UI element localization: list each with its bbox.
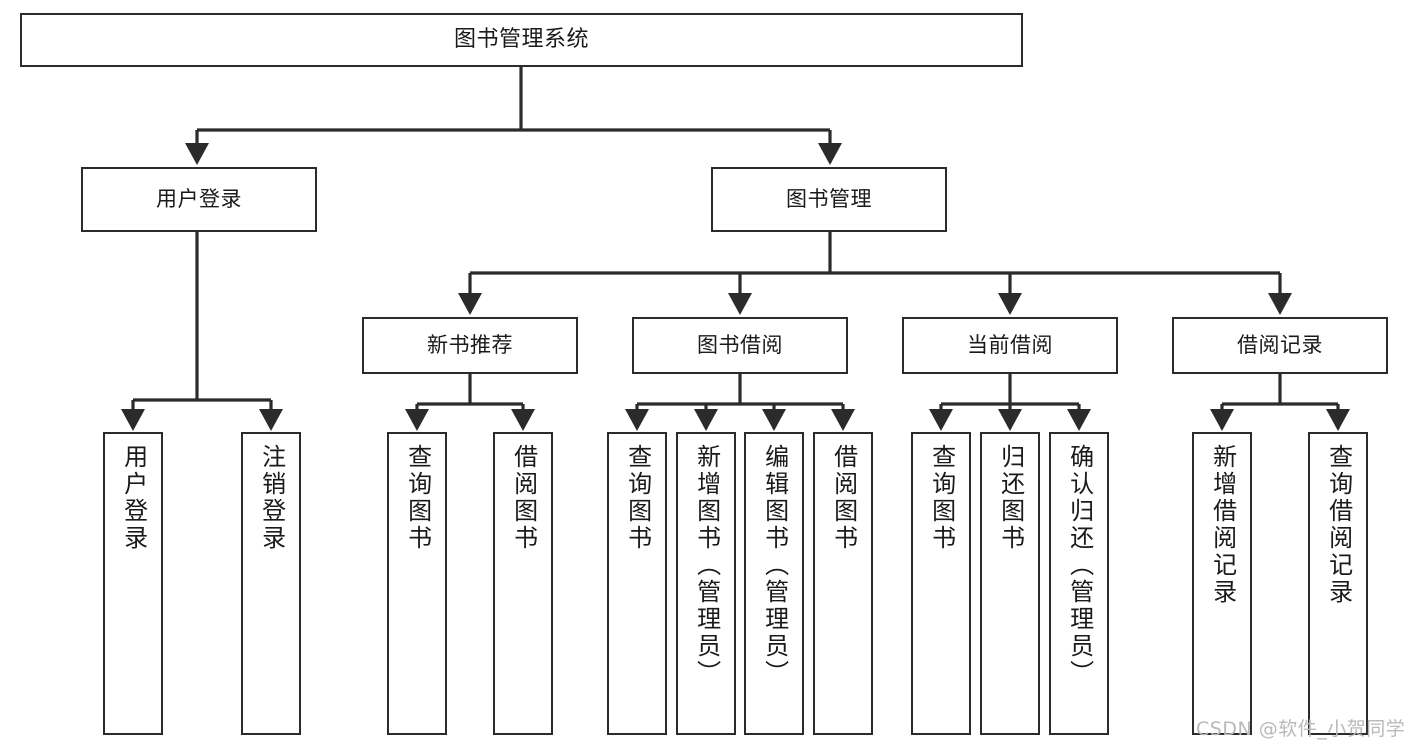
node-label: 查询图书 — [403, 444, 432, 552]
node-label: 注销登录 — [257, 444, 286, 552]
leaf-recommend-borrow-book[interactable]: 借阅图书 — [493, 432, 553, 735]
node-label: 新增图书（管理员） — [692, 444, 721, 687]
leaf-borrow-query-book[interactable]: 查询图书 — [607, 432, 667, 735]
leaf-record-query-borrow-record[interactable]: 查询借阅记录 — [1308, 432, 1368, 735]
node-user-login[interactable]: 用户登录 — [81, 167, 317, 232]
node-label: 用户登录 — [119, 444, 148, 552]
node-label: 新增借阅记录 — [1208, 444, 1237, 606]
node-label: 借阅记录 — [1237, 333, 1323, 358]
node-label: 图书管理 — [786, 187, 872, 212]
node-label: 新书推荐 — [427, 333, 513, 358]
node-label: 图书管理系统 — [453, 27, 589, 53]
watermark-csdn: CSDN @软件_小贺同学 — [1196, 718, 1405, 740]
leaf-user-login-logout[interactable]: 注销登录 — [241, 432, 301, 735]
leaf-current-return-book[interactable]: 归还图书 — [980, 432, 1040, 735]
leaf-record-add-borrow-record[interactable]: 新增借阅记录 — [1192, 432, 1252, 735]
node-label: 查询图书 — [623, 444, 652, 552]
leaf-user-login-login[interactable]: 用户登录 — [103, 432, 163, 735]
node-label: 归还图书 — [996, 444, 1025, 552]
node-label: 确认归还（管理员） — [1065, 444, 1094, 687]
leaf-current-query-book[interactable]: 查询图书 — [911, 432, 971, 735]
leaf-current-confirm-return-admin[interactable]: 确认归还（管理员） — [1049, 432, 1109, 735]
node-label: 查询图书 — [927, 444, 956, 552]
leaf-borrow-borrow-book[interactable]: 借阅图书 — [813, 432, 873, 735]
node-label: 查询借阅记录 — [1324, 444, 1353, 606]
node-book-borrow[interactable]: 图书借阅 — [632, 317, 848, 374]
node-label: 当前借阅 — [967, 333, 1053, 358]
node-current-borrow[interactable]: 当前借阅 — [902, 317, 1118, 374]
node-label: 图书借阅 — [697, 333, 783, 358]
node-label: 用户登录 — [156, 187, 242, 212]
node-root-book-management-system[interactable]: 图书管理系统 — [20, 13, 1023, 67]
node-label: 借阅图书 — [829, 444, 858, 552]
node-borrow-record[interactable]: 借阅记录 — [1172, 317, 1388, 374]
leaf-borrow-add-book-admin[interactable]: 新增图书（管理员） — [676, 432, 736, 735]
leaf-recommend-query-book[interactable]: 查询图书 — [387, 432, 447, 735]
node-label: 借阅图书 — [509, 444, 538, 552]
node-new-book-recommend[interactable]: 新书推荐 — [362, 317, 578, 374]
node-label: 编辑图书（管理员） — [760, 444, 789, 687]
leaf-borrow-edit-book-admin[interactable]: 编辑图书（管理员） — [744, 432, 804, 735]
node-book-management[interactable]: 图书管理 — [711, 167, 947, 232]
